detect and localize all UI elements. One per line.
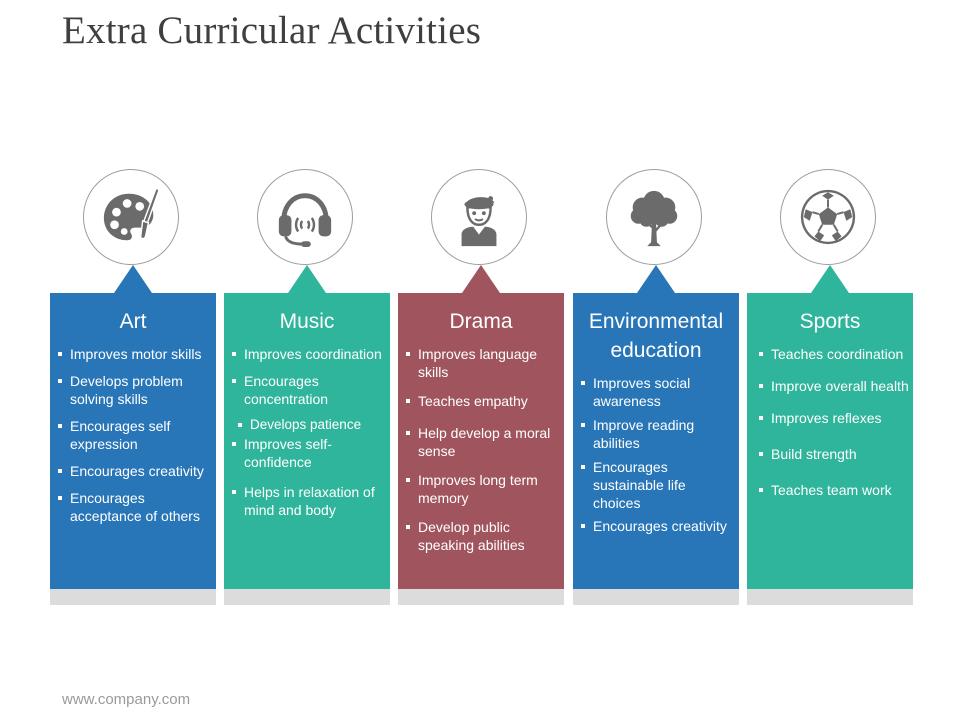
pointer-triangle: [811, 265, 849, 293]
list-item: Build strength: [757, 445, 909, 463]
list-item: Helps in relaxation of mind and body: [230, 483, 386, 519]
card-title: Environmental education: [588, 310, 724, 362]
footer-url: www.company.com: [62, 691, 191, 708]
benefit-list: Improves coordination Encourages concent…: [224, 345, 390, 519]
card-base: [50, 589, 216, 605]
list-item: Improves coordination: [230, 345, 386, 363]
pointer-triangle: [288, 265, 326, 293]
card-title: Sports: [799, 310, 861, 333]
list-item: Encourages creativity: [56, 462, 212, 480]
benefit-list: Improves language skills Teaches empathy…: [398, 345, 564, 554]
column-art: Art Improves motor skills Develops probl…: [50, 167, 216, 605]
card-base: [398, 589, 564, 605]
benefit-list: Improves motor skills Develops problem s…: [50, 345, 216, 525]
pointer-triangle: [637, 265, 675, 293]
list-item: Teaches coordination: [757, 345, 909, 363]
list-item: Develop public speaking abilities: [404, 518, 560, 554]
list-item: Improve reading abilities: [579, 416, 735, 452]
list-item: Improve overall health: [757, 377, 909, 395]
list-item: Help develop a moral sense: [404, 424, 560, 460]
list-item: Improves reflexes: [757, 409, 909, 427]
card-base: [747, 589, 913, 605]
icon-circle: [257, 169, 353, 265]
benefit-list: Improves social awareness Improve readin…: [573, 374, 739, 535]
card-base: [224, 589, 390, 605]
card-sports: Sports Teaches coordination Improve over…: [747, 293, 913, 589]
list-item: Improves motor skills: [56, 345, 212, 363]
list-item: Improves self-confidence: [230, 435, 386, 471]
card-music: Music Improves coordination Encourages c…: [224, 293, 390, 589]
pointer-triangle: [114, 265, 152, 293]
list-item: Improves language skills: [404, 345, 560, 381]
column-music: Music Improves coordination Encourages c…: [224, 167, 390, 605]
icon-circle: [606, 169, 702, 265]
list-item: Encourages acceptance of others: [56, 489, 212, 525]
card-base: [573, 589, 739, 605]
list-item: Encourages sustainable life choices: [579, 458, 735, 512]
list-item: Improves long term memory: [404, 471, 560, 507]
list-item: Teaches empathy: [404, 392, 560, 410]
palette-icon: [103, 186, 160, 241]
list-item: Develops problem solving skills: [56, 372, 212, 408]
card-environmental-education: Environmental education Improves social …: [573, 293, 739, 589]
card-title: Art: [119, 310, 147, 333]
list-item: Develops patience: [230, 417, 386, 433]
headphones-icon: [278, 193, 332, 248]
soccer-ball-icon: [800, 189, 856, 245]
column-environmental-education: Environmental education Improves social …: [573, 167, 739, 605]
card-title: Music: [279, 310, 335, 333]
tree-icon: [630, 190, 678, 247]
list-item: Encourages self expression: [56, 417, 212, 453]
benefit-list: Teaches coordination Improve overall hea…: [747, 345, 913, 499]
icon-circle: [83, 169, 179, 265]
card-art: Art Improves motor skills Develops probl…: [50, 293, 216, 589]
list-item: Teaches team work: [757, 481, 909, 499]
page-title: Extra Curricular Activities: [62, 9, 482, 52]
pointer-triangle: [462, 265, 500, 293]
column-drama: Drama Improves language skills Teaches e…: [398, 167, 564, 605]
list-item: Encourages creativity: [579, 517, 735, 535]
list-item: Improves social awareness: [579, 374, 735, 410]
actor-icon: [461, 196, 497, 247]
column-sports: Sports Teaches coordination Improve over…: [747, 167, 913, 605]
icon-circle: [431, 169, 527, 265]
icon-circle: [780, 169, 876, 265]
list-item: Encourages concentration: [230, 372, 386, 408]
card-drama: Drama Improves language skills Teaches e…: [398, 293, 564, 589]
card-title: Drama: [449, 310, 513, 333]
